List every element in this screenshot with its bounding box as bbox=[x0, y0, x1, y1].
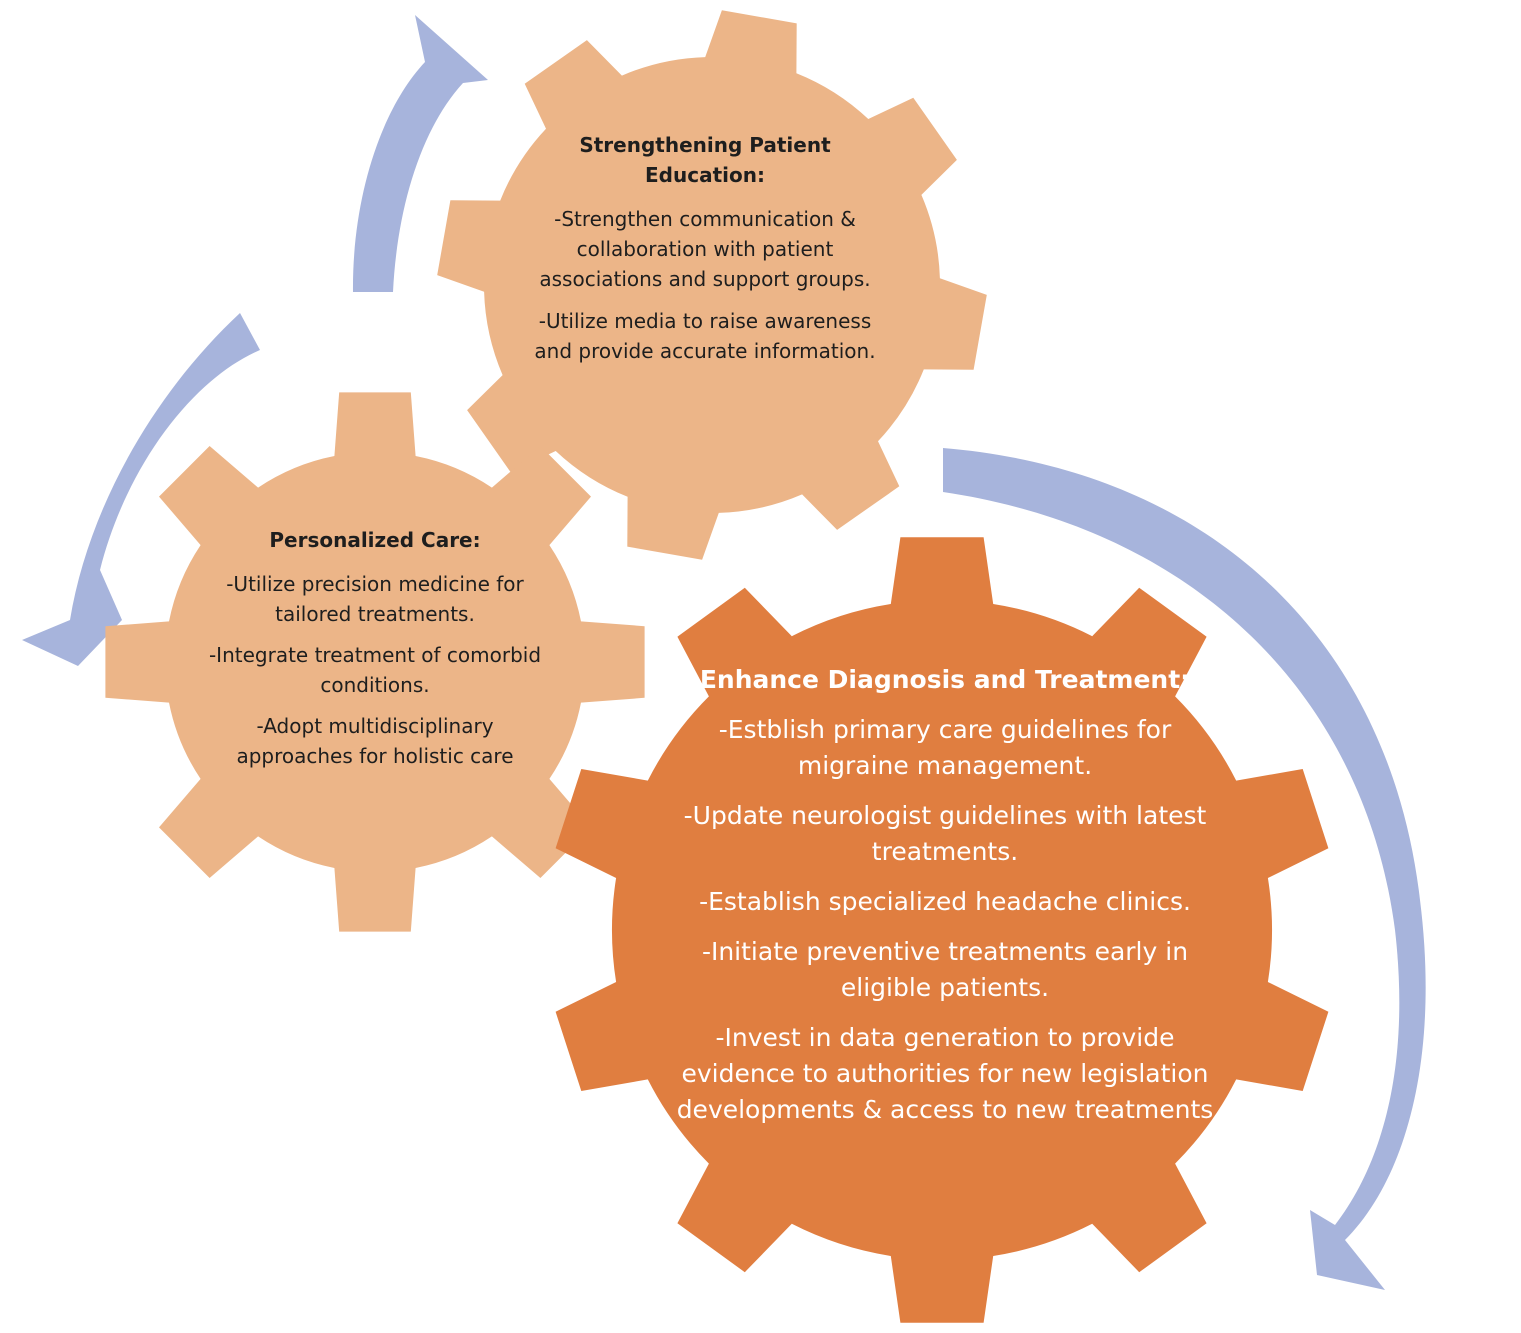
diagnosis-item-5: -Invest in data generation to provide ev… bbox=[676, 1023, 1214, 1124]
care-item-2: -Integrate treatment of comorbid conditi… bbox=[208, 643, 542, 697]
care-item-3: -Adopt multidisciplinary approaches for … bbox=[236, 714, 514, 768]
diagnosis-title: Enhance Diagnosis and Treatment: bbox=[699, 665, 1191, 694]
cycle-arrow-right bbox=[943, 448, 1426, 1290]
gear-personalized-care bbox=[105, 392, 645, 932]
gear-education bbox=[437, 10, 987, 560]
care-item-1: -Utilize precision medicine for tailored… bbox=[226, 572, 524, 626]
diagnosis-text-block: Enhance Diagnosis and Treatment: -Estbli… bbox=[675, 662, 1215, 1142]
diagnosis-item-4: -Initiate preventive treatments early in… bbox=[701, 937, 1189, 1002]
gear-diagnosis-treatment bbox=[555, 537, 1329, 1323]
education-item-1: -Strengthen communication & collaboratio… bbox=[539, 207, 871, 291]
education-item-2: -Utilize media to raise awareness and pr… bbox=[534, 309, 876, 363]
cycle-arrow-left bbox=[22, 313, 260, 666]
education-text-block: Strengthening Patient Education: -Streng… bbox=[520, 130, 890, 378]
diagnosis-item-2: -Update neurologist guidelines with late… bbox=[683, 801, 1207, 866]
education-title: Strengthening Patient Education: bbox=[579, 133, 831, 187]
cycle-arrow-top bbox=[352, 15, 488, 292]
diagnosis-item-3: -Establish specialized headache clinics. bbox=[699, 887, 1191, 916]
care-title: Personalized Care: bbox=[269, 528, 481, 552]
diagnosis-item-1: -Estblish primary care guidelines for mi… bbox=[718, 715, 1172, 780]
care-text-block: Personalized Care: -Utilize precision me… bbox=[205, 525, 545, 782]
